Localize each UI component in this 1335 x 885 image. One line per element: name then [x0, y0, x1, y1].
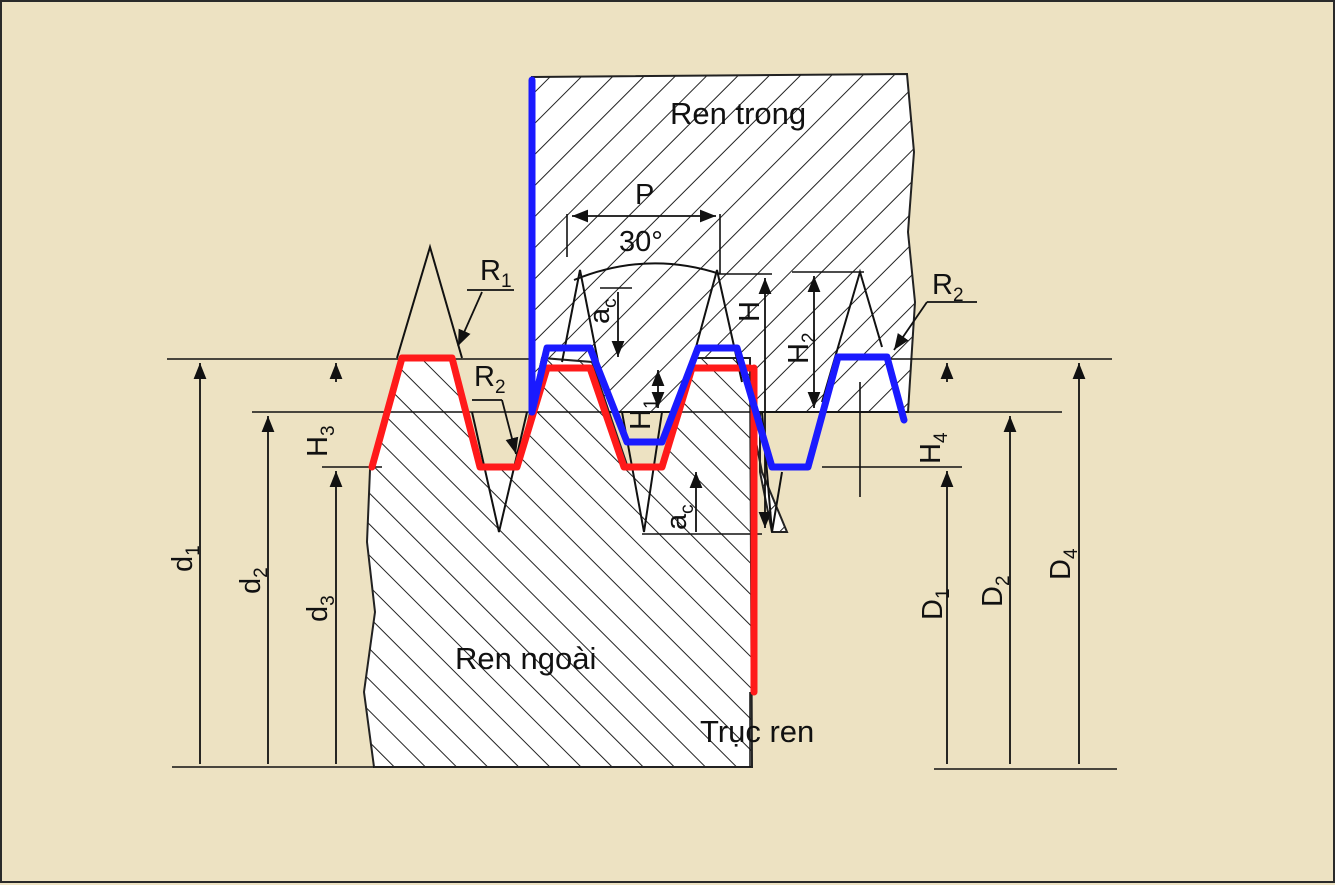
d1-label: d1 [167, 545, 204, 572]
h2-label: H2 [783, 332, 820, 364]
external-thread-profile [368, 354, 758, 696]
ac-bottom-label: ac [661, 504, 698, 530]
D2-label: D2 [977, 575, 1014, 607]
r1-leader-b [457, 291, 483, 347]
r1-label: R1 [480, 255, 512, 292]
thread-axis-label: Trục ren [700, 714, 814, 749]
internal-thread-profile [528, 76, 908, 471]
r2-left-leader-b [501, 399, 519, 455]
ac-top-label: ac [584, 298, 621, 324]
pitch-label: P [635, 179, 654, 211]
h4-label: H4 [915, 432, 952, 464]
r2-right-leader-b [893, 301, 928, 351]
h-label: H [734, 301, 766, 322]
external-thread-label: Ren ngoài [455, 641, 596, 676]
h3-label: H3 [302, 425, 339, 457]
r2-right-label: R2 [932, 269, 964, 306]
angle-label: 30° [619, 226, 663, 258]
r2-left-label: R2 [474, 361, 506, 398]
d2-label: d2 [235, 567, 272, 594]
d3-label: d3 [302, 595, 339, 622]
h1-label: H1 [625, 398, 662, 430]
internal-thread-label: Ren trong [670, 96, 806, 131]
external-thread-body [362, 356, 754, 768]
D1-label: D1 [917, 588, 954, 620]
D4-label: D4 [1045, 548, 1082, 580]
dimension-arrows [193, 209, 1086, 764]
